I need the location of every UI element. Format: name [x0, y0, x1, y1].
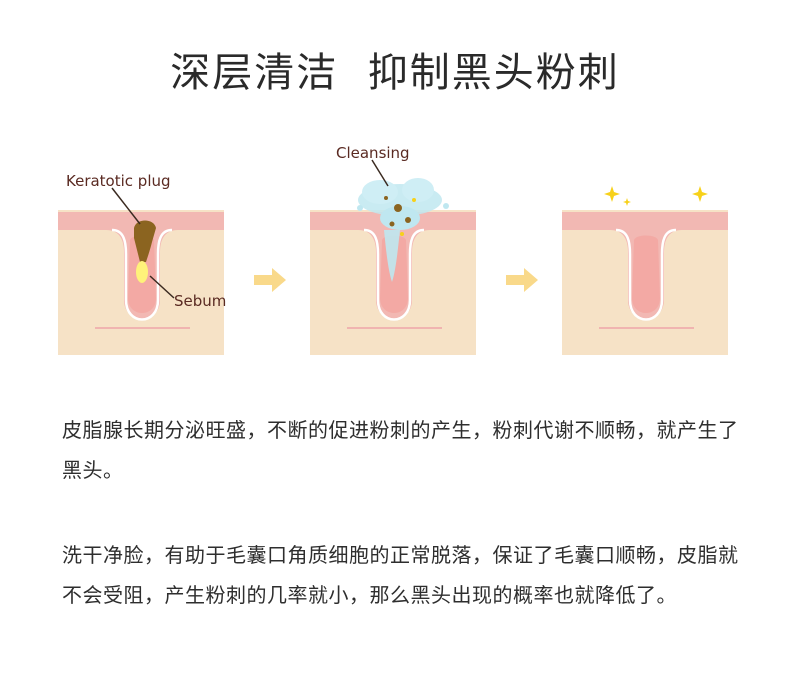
panel-after [562, 186, 728, 355]
cleansing-label: Cleansing [336, 144, 410, 162]
arrow-right-icon [254, 268, 286, 292]
pore-inner [632, 235, 660, 313]
sparkle-icon [604, 186, 620, 202]
cleansing-foam [357, 178, 449, 236]
page-title: 深层清洁 抑制黑头粉刺 [170, 50, 620, 96]
paragraph-sebum: 皮脂腺长期分泌旺盛，不断的促进粉刺的产生，粉刺代谢不顺畅，就产生了黑头。 [62, 418, 739, 482]
sebum-label: Sebum [174, 292, 226, 310]
paragraph-cleansing: 洗干净脸，有助于毛囊口角质细胞的正常脱落，保证了毛囊口顺畅，皮脂就不会受阻，产生… [62, 543, 739, 607]
keratotic-plug-label: Keratotic plug [66, 172, 171, 190]
cleansing-stream [384, 230, 400, 282]
sebum-drop [136, 261, 148, 283]
sparkle-icon [692, 186, 708, 202]
panel-cleansing: Cleansing [310, 144, 476, 355]
keratotic-plug [134, 220, 156, 262]
panel-before: Keratotic plug Sebum [58, 172, 226, 355]
arrow-right-icon [506, 268, 538, 292]
sparkle-icon [623, 198, 631, 206]
cleansing-diagram: Keratotic plug Sebum [58, 144, 728, 355]
